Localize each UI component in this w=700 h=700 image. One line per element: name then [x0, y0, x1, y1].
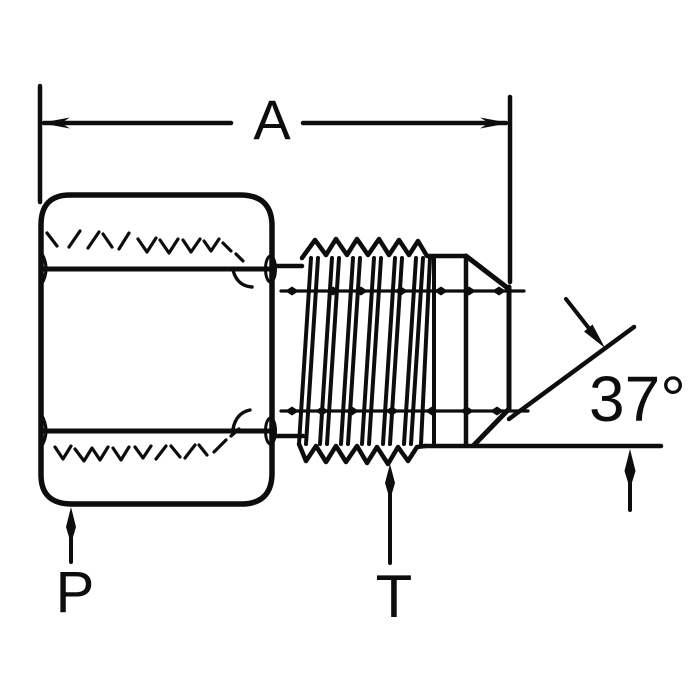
hex-hook-top	[231, 268, 254, 289]
nose-chamfer-top	[463, 253, 512, 292]
p-up-arrowhead-icon	[66, 507, 76, 544]
thread-crest-bottom	[296, 441, 428, 467]
hex-corner-left-top	[39, 250, 48, 287]
hex-corner-right-top	[264, 254, 277, 284]
pitch-tick-icon	[385, 406, 399, 416]
pitch-tick-icon	[394, 286, 408, 296]
t-up-arrowhead-icon	[385, 464, 395, 500]
pitch-tick-icon	[490, 406, 504, 416]
male-thread	[279, 236, 530, 467]
pitch-tick-icon	[285, 286, 299, 296]
seat-up-arrowhead-icon	[624, 449, 636, 489]
pitch-tick-icon	[354, 286, 368, 296]
pitch-line-ticks	[285, 286, 506, 416]
flare-angle-label: 37°	[589, 363, 686, 435]
pitch-tick-icon	[315, 406, 329, 416]
pitch-tick-icon	[460, 406, 474, 416]
label-t: T	[376, 464, 413, 630]
pitch-tick-icon	[425, 406, 439, 416]
flare-nose	[422, 253, 664, 449]
dimension-a-label: A	[253, 88, 291, 151]
angle-slant-line	[506, 324, 637, 422]
hex-corner-left-bottom	[39, 412, 48, 449]
thread-flank-line	[419, 256, 432, 446]
thread-flank-line	[325, 256, 341, 446]
thread-flank-line	[409, 256, 425, 446]
thread-flank-line	[297, 256, 313, 446]
thread-flank-line	[381, 256, 397, 446]
hex-chamfer-hatching-bottom	[53, 427, 241, 463]
thread-t-label: T	[376, 563, 413, 630]
hex-outline	[38, 192, 275, 507]
thread-crest-top	[299, 236, 469, 261]
thread-flank-line	[402, 256, 418, 446]
port-p-label: P	[56, 560, 95, 625]
hex-chamfer-hatching-top	[45, 229, 245, 263]
nose-chamfer-bottom	[471, 407, 511, 448]
pitch-tick-icon	[326, 286, 340, 296]
thread-flank-line	[360, 256, 376, 446]
thread-flank-lines	[297, 256, 432, 446]
hex-body	[38, 192, 277, 507]
hex-corner-right-bottom	[264, 416, 277, 446]
dimension-a: A	[37, 83, 513, 285]
pitch-tick-icon	[345, 406, 359, 416]
pitch-tick-icon	[434, 286, 448, 296]
label-p: P	[56, 507, 95, 625]
thread-flank-line	[367, 256, 383, 446]
pitch-tick-icon	[285, 406, 299, 416]
angle-callout-37: 37°	[506, 297, 686, 512]
arrowhead-left-icon	[40, 117, 70, 129]
thread-flank-line	[339, 256, 355, 446]
angle-leader-arrowhead-icon	[584, 324, 605, 348]
pitch-tick-icon	[462, 286, 476, 296]
thread-flank-line	[304, 256, 320, 446]
arrowhead-right-icon	[480, 117, 510, 129]
pitch-tick-icon	[492, 286, 506, 296]
hex-hook-bottom	[231, 408, 252, 431]
